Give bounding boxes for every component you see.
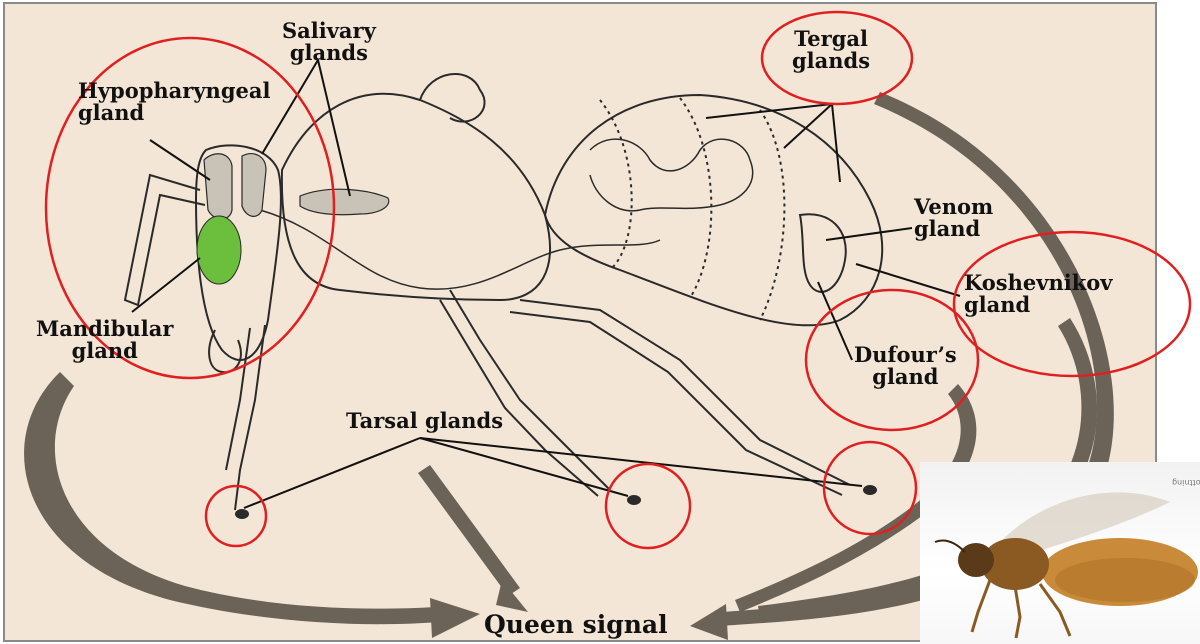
label-salivary-glands: Salivary glands <box>282 20 376 64</box>
queen-bee-illustration <box>920 462 1200 644</box>
arrow-middle <box>418 465 520 596</box>
label-tarsal-glands-text: Tarsal glands <box>346 408 503 433</box>
queen-bee-photo: Drottning <box>920 462 1200 644</box>
label-hypopharyngeal-gland-text: Hypopharyngeal gland <box>78 78 270 125</box>
label-hypopharyngeal-gland: Hypopharyngeal gland <box>78 80 270 124</box>
tarsal-claws <box>235 485 877 519</box>
thoracic-salivary-gland <box>300 189 389 215</box>
tarsal-claw-middle <box>627 495 641 505</box>
label-koshevnikov-gland-text: Koshevnikov gland <box>964 270 1112 317</box>
label-dufours-gland: Dufour’s gland <box>854 344 957 388</box>
label-venom-gland-text: Venom gland <box>914 194 993 241</box>
arrow-right-arc-head <box>690 604 728 640</box>
label-tergal-glands: Tergal glands <box>792 28 870 72</box>
leader-tarsal-1 <box>244 438 420 508</box>
photo-caption: Drottning <box>1172 478 1200 487</box>
tarsal-claw-front <box>235 509 249 519</box>
abdomen-organs <box>590 139 753 211</box>
arrow-left-arc-head <box>430 598 480 638</box>
leader-tarsal-2 <box>420 438 628 496</box>
mandibular-gland-fill <box>197 216 241 284</box>
label-mandibular-gland: Mandibular gland <box>36 318 173 362</box>
leader-dufour <box>818 282 852 360</box>
label-tarsal-glands: Tarsal glands <box>346 410 503 432</box>
label-venom-gland: Venom gland <box>914 196 993 240</box>
leader-tarsal-3 <box>420 438 862 486</box>
queen-antenna <box>935 540 965 552</box>
leader-salivary-2 <box>318 60 350 196</box>
tarsal-claw-hind <box>863 485 877 495</box>
bee-front-leg <box>226 325 265 510</box>
hypopharyngeal-cluster-2 <box>242 154 266 217</box>
label-mandibular-gland-text: Mandibular gland <box>36 316 173 363</box>
label-tergal-glands-text: Tergal glands <box>792 26 870 73</box>
leader-tergal-3 <box>832 104 840 182</box>
label-queen-signal: Queen signal <box>484 612 668 638</box>
label-queen-signal-text: Queen signal <box>484 610 668 639</box>
bee-drawing <box>125 74 882 510</box>
hypopharyngeal-cluster <box>204 154 232 219</box>
bee-gut <box>260 210 660 289</box>
label-dufours-gland-text: Dufour’s gland <box>854 342 957 389</box>
highlight-tarsal-middle <box>606 464 690 548</box>
label-koshevnikov-gland: Koshevnikov gland <box>964 272 1112 316</box>
abdomen-segment-2 <box>680 98 711 298</box>
queen-abdomen-shade <box>1055 558 1195 602</box>
gland-clusters <box>204 154 389 219</box>
abdomen-segment-3 <box>760 110 784 320</box>
label-salivary-glands-text: Salivary glands <box>282 18 376 65</box>
queen-head <box>958 543 994 577</box>
abdomen-segment-1 <box>600 100 632 268</box>
venom-apparatus <box>800 214 846 292</box>
leader-tergal-1 <box>706 104 832 118</box>
bee-abdomen <box>545 95 882 325</box>
